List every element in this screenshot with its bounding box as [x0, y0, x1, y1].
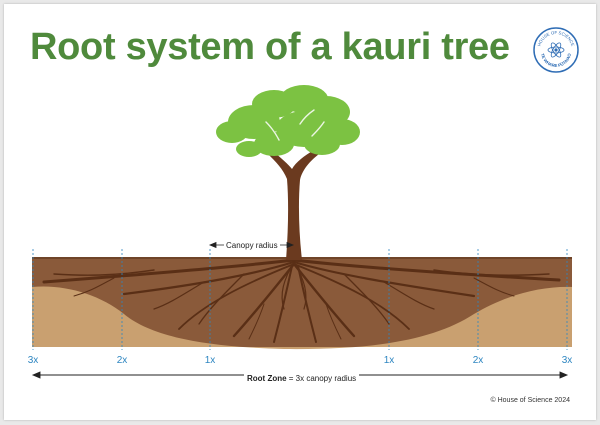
canopy-branches: [265, 109, 325, 141]
radius-guide-lines: [32, 249, 568, 350]
ground-surface: [32, 257, 572, 259]
page-title: Root system of a kauri tree: [30, 26, 510, 68]
multiplier-right-2x: 2x: [472, 355, 484, 366]
multiplier-left-1x: 1x: [204, 355, 216, 366]
multiplier-right-3x: 3x: [561, 355, 573, 366]
multiplier-left-2x: 2x: [116, 355, 128, 366]
poster: Root system of a kauri tree HOUSE OF SCI…: [4, 4, 596, 420]
copyright-notice: © House of Science 2024: [490, 397, 571, 404]
multiplier-left-3x: 3x: [27, 355, 39, 366]
kauri-root-diagram: [31, 85, 572, 379]
canopy-radius-label: Canopy radius: [224, 241, 280, 250]
root-zone-definition: = 3x canopy radius: [286, 374, 357, 383]
subsoil-layer: [32, 286, 572, 350]
root-zone-label: Root Zone = 3x canopy radius: [244, 374, 360, 383]
tree-trunk: [268, 150, 319, 260]
root-zone-title: Root Zone: [247, 374, 287, 383]
root-system: [42, 258, 561, 343]
tree-canopy: [216, 85, 360, 157]
multiplier-right-1x: 1x: [383, 355, 395, 366]
house-of-science-logo-icon: HOUSE OF SCIENCE TE WHARE PŪTAIAO: [533, 27, 579, 73]
